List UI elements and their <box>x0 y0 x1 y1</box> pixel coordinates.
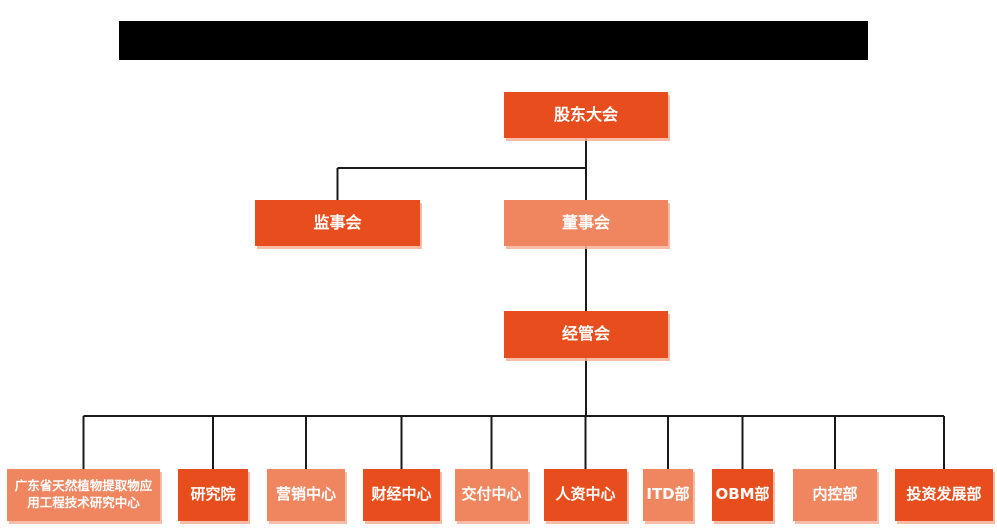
org-node-dept9: 内控部 <box>793 469 877 521</box>
org-node-dept2: 研究院 <box>178 469 248 521</box>
org-node-dept4: 财经中心 <box>363 469 440 521</box>
org-node-dept8: OBM部 <box>712 469 773 521</box>
org-node-dept7: ITD部 <box>643 469 693 521</box>
org-node-dept6: 人资中心 <box>544 469 627 521</box>
org-node-board: 董事会 <box>504 200 668 246</box>
org-node-dept5: 交付中心 <box>455 469 528 521</box>
org-node-dept3: 营销中心 <box>267 469 345 521</box>
org-node-supervisory: 监事会 <box>255 200 420 246</box>
redacted-title-bar <box>119 21 868 60</box>
org-node-shareholders: 股东大会 <box>504 92 668 138</box>
org-node-management: 经管会 <box>504 311 668 358</box>
org-node-dept10: 投资发展部 <box>895 469 993 521</box>
org-node-dept1: 广东省天然植物提取物应用工程技术研究中心 <box>7 469 160 521</box>
